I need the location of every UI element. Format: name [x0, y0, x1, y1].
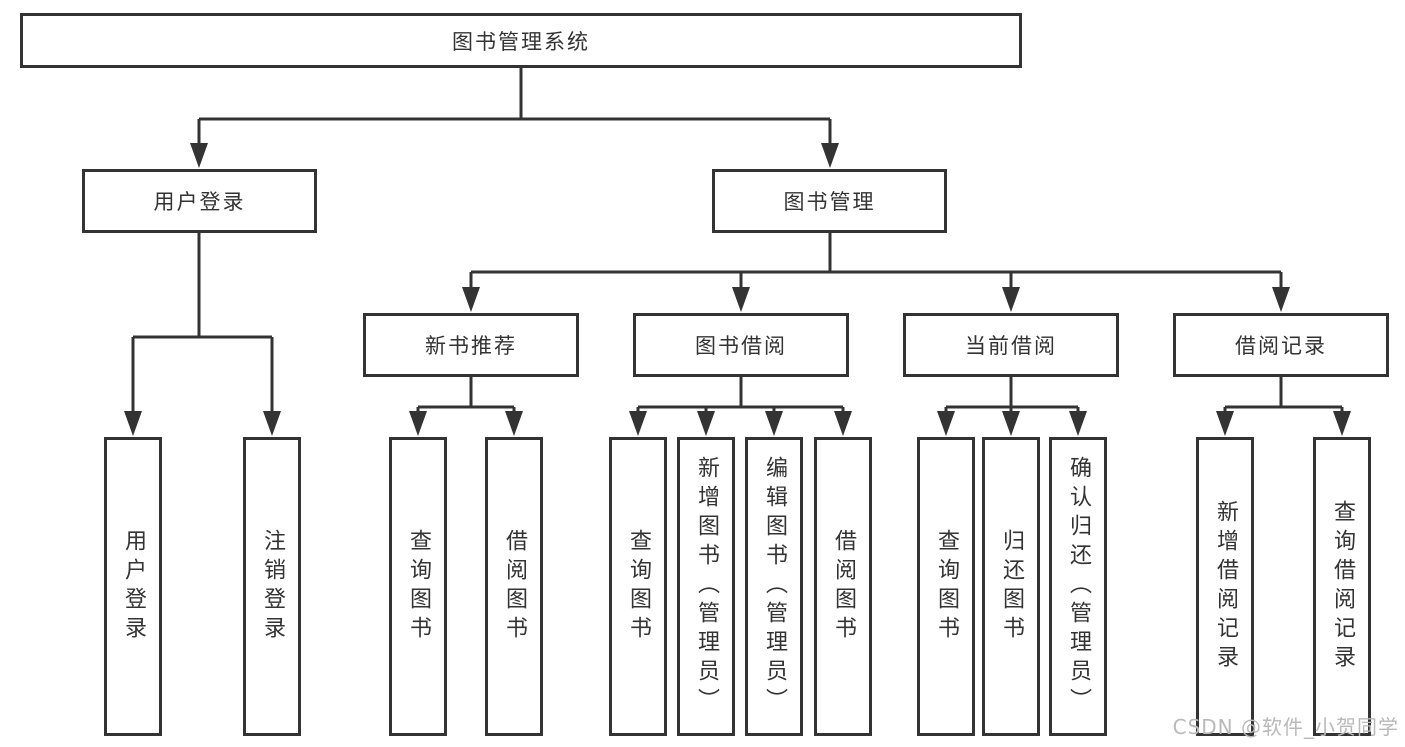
node-borrow-records: 借阅记录	[1173, 313, 1389, 377]
leaf-current-return-book: 归还图书	[982, 437, 1040, 736]
leaf-recommend-query-book: 查询图书	[389, 437, 447, 736]
leaf-recommend-borrow-book: 借阅图书	[485, 437, 543, 736]
arrowhead	[697, 411, 715, 436]
arrowhead	[505, 411, 523, 436]
leaf-borrowing-edit-book-admin: 编辑图书（管理员）	[745, 437, 803, 736]
leaf-records-query-borrow-record: 查询借阅记录	[1313, 437, 1371, 736]
arrowhead	[1272, 287, 1290, 312]
arrowhead	[629, 411, 647, 436]
leaf-borrowing-add-book-admin: 新增图书（管理员）	[677, 437, 735, 736]
arrowhead	[1216, 411, 1234, 436]
node-current-borrowing: 当前借阅	[903, 313, 1119, 377]
arrowhead	[462, 287, 480, 312]
arrowhead	[1333, 411, 1351, 436]
node-user-login: 用户登录	[82, 169, 317, 233]
leaf-records-add-borrow-record: 新增借阅记录	[1196, 437, 1254, 736]
arrowhead	[1069, 411, 1087, 436]
arrowhead	[124, 411, 142, 436]
leaf-logout: 注销登录	[243, 437, 301, 736]
arrowhead	[1002, 411, 1020, 436]
arrowhead	[821, 143, 839, 168]
leaf-borrowing-borrow-book: 借阅图书	[814, 437, 872, 736]
leaf-borrowing-query-book: 查询图书	[609, 437, 667, 736]
arrowhead	[765, 411, 783, 436]
arrowhead	[409, 411, 427, 436]
node-book-management: 图书管理	[712, 169, 947, 233]
node-library-management-system: 图书管理系统	[20, 13, 1022, 68]
arrowhead	[190, 143, 208, 168]
node-book-borrowing: 图书借阅	[633, 313, 849, 377]
arrowhead	[732, 287, 750, 312]
leaf-current-query-book: 查询图书	[917, 437, 975, 736]
leaf-current-confirm-return-admin: 确认归还（管理员）	[1049, 437, 1107, 736]
csdn-watermark: CSDN @软件_小贺同学	[1172, 715, 1399, 739]
node-new-book-recommend: 新书推荐	[363, 313, 579, 377]
arrowhead	[834, 411, 852, 436]
leaf-user-login: 用户登录	[104, 437, 162, 736]
arrowhead	[1002, 287, 1020, 312]
arrowhead	[937, 411, 955, 436]
arrowhead	[263, 411, 281, 436]
